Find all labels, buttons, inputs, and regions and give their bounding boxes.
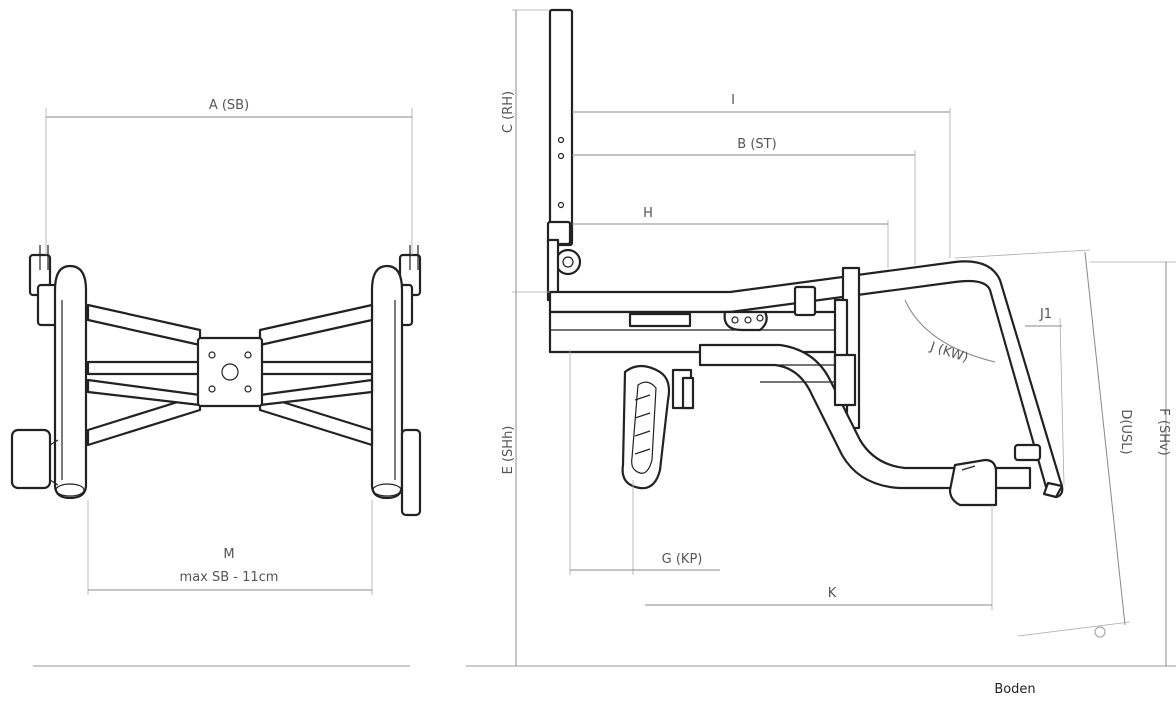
label-m: M — [223, 547, 234, 562]
dimension-b: B (ST) — [572, 137, 916, 265]
dimension-h: H — [572, 206, 889, 268]
label-h: H — [643, 206, 653, 221]
label-g: G (KP) — [662, 552, 703, 567]
dimension-i: I — [572, 93, 951, 258]
dimension-g: G (KP) — [569, 350, 720, 575]
backrest-post — [546, 8, 582, 327]
label-m-sub: max SB - 11cm — [180, 570, 279, 585]
dimension-d: D(USL) — [954, 249, 1133, 638]
caster-block — [948, 443, 1064, 507]
label-d: D(USL) — [1118, 409, 1133, 454]
front-view: A (SB) M max SB - 11cm — [10, 98, 422, 667]
dimension-j: J (KW) — [904, 299, 996, 366]
label-k: K — [828, 586, 837, 601]
dimension-f: F (SHv) — [1090, 261, 1176, 666]
dimension-a: A (SB) — [45, 98, 413, 255]
label-b: B (ST) — [737, 137, 776, 152]
label-c: C (RH) — [501, 91, 516, 133]
side-view: Boden — [466, 8, 1176, 697]
label-i: I — [731, 93, 735, 108]
dimension-e: E (SHh) — [501, 291, 550, 666]
front-cross-braces — [86, 303, 374, 447]
label-j1: J1 — [1039, 307, 1052, 322]
dimension-m: M max SB - 11cm — [87, 500, 373, 595]
front-right-frame — [370, 245, 422, 517]
dimension-k: K — [645, 505, 993, 610]
label-e: E (SHh) — [501, 426, 516, 475]
front-left-frame — [10, 245, 88, 500]
dimension-c: C (RH) — [501, 9, 550, 292]
label-floor: Boden — [994, 682, 1035, 697]
dimension-j1: J1 — [1025, 307, 1065, 486]
label-f: F (SHv) — [1156, 408, 1171, 455]
label-j: J (KW) — [927, 339, 970, 366]
footplate — [621, 364, 671, 490]
label-a: A (SB) — [209, 98, 249, 113]
